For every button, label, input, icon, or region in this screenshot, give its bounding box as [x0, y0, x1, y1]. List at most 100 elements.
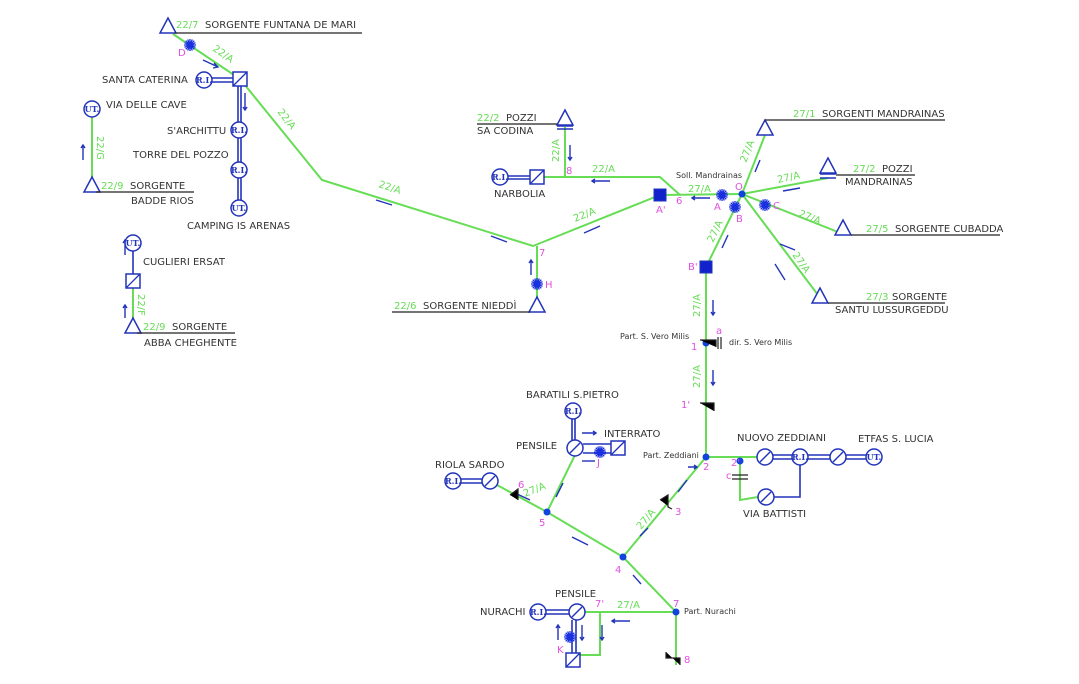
- ri-baratili: R.I.: [564, 402, 582, 420]
- svg-text:ETFAS S. LUCIA: ETFAS S. LUCIA: [858, 434, 934, 445]
- svg-text:22/F: 22/F: [135, 294, 146, 316]
- ut-via-delle-cave: UT.: [83, 100, 101, 118]
- svg-text:22/2: 22/2: [477, 113, 499, 124]
- svg-text:2': 2': [731, 458, 740, 469]
- svg-text:SANTA CATERINA: SANTA CATERINA: [102, 75, 188, 86]
- svg-text:27/A: 27/A: [692, 294, 703, 317]
- svg-text:3: 3: [675, 507, 681, 518]
- svg-text:22/9: 22/9: [143, 322, 165, 333]
- svg-text:R.I.: R.I.: [792, 452, 808, 462]
- svg-text:SORGENTE NIEDDÌ: SORGENTE NIEDDÌ: [423, 299, 516, 312]
- svg-text:22/A: 22/A: [377, 179, 402, 197]
- svg-text:22/A: 22/A: [551, 139, 562, 162]
- svg-text:B': B': [688, 262, 698, 273]
- svg-text:6: 6: [518, 480, 524, 491]
- svg-text:22/9: 22/9: [101, 181, 123, 192]
- tanks: [125, 71, 713, 668]
- svg-text:27/A: 27/A: [522, 481, 548, 500]
- svg-text:7': 7': [595, 599, 604, 610]
- svg-text:PENSILE: PENSILE: [516, 441, 557, 452]
- ri-torre-del-pozzo: R.I.: [230, 161, 248, 179]
- svg-text:INTERRATO: INTERRATO: [604, 429, 661, 440]
- svg-text:H: H: [545, 280, 553, 291]
- svg-text:Part. Zeddiani: Part. Zeddiani: [643, 451, 699, 460]
- ri-sarchittu: R.I.: [230, 121, 248, 139]
- svg-text:CAMPING IS ARENAS: CAMPING IS ARENAS: [187, 221, 290, 232]
- svg-text:NUOVO ZEDDIANI: NUOVO ZEDDIANI: [737, 433, 826, 444]
- svg-text:8: 8: [566, 166, 572, 177]
- svg-text:R.I.: R.I.: [565, 406, 581, 416]
- svg-text:B: B: [736, 214, 743, 225]
- svg-text:TORRE DEL POZZO: TORRE DEL POZZO: [132, 150, 229, 161]
- svg-text:J: J: [596, 458, 600, 469]
- svg-text:VIA BATTISTI: VIA BATTISTI: [743, 509, 806, 520]
- ri-nurachi: R.I.: [529, 603, 547, 621]
- ri-riola: R.I.: [444, 472, 462, 490]
- svg-text:27/A: 27/A: [776, 170, 801, 186]
- valves: [481, 439, 847, 621]
- sources: [83, 17, 1000, 334]
- svg-text:27/A: 27/A: [692, 365, 703, 388]
- svg-text:27/A: 27/A: [688, 184, 711, 195]
- equipment-lines: [132, 77, 866, 653]
- svg-text:27/1: 27/1: [793, 109, 815, 120]
- svg-text:POZZI: POZZI: [506, 113, 537, 124]
- ut-camping: UT.: [230, 199, 248, 217]
- svg-text:27/5: 27/5: [866, 224, 888, 235]
- junction-nodes: [509, 190, 748, 665]
- svg-text:a: a: [716, 326, 722, 337]
- svg-text:K: K: [557, 645, 564, 656]
- svg-text:dir. S. Vero Milis: dir. S. Vero Milis: [729, 338, 792, 347]
- svg-text:NURACHI: NURACHI: [480, 607, 525, 618]
- svg-text:2: 2: [703, 462, 709, 473]
- svg-text:PENSILE: PENSILE: [555, 589, 596, 600]
- source-triangle-27-5: [834, 219, 852, 236]
- svg-text:SANTU LUSSURGEDDU: SANTU LUSSURGEDDU: [835, 305, 949, 316]
- place-labels: SANTA CATERINA VIA DELLE CAVE S'ARCHITTU…: [102, 75, 934, 618]
- svg-text:RIOLA SARDO: RIOLA SARDO: [435, 460, 505, 471]
- tank-a-prime: [653, 188, 667, 202]
- svg-text:4: 4: [615, 565, 621, 576]
- svg-text:D: D: [178, 48, 186, 59]
- svg-text:UT.: UT.: [85, 104, 100, 114]
- svg-text:CUGLIERI ERSAT: CUGLIERI ERSAT: [143, 257, 226, 268]
- svg-text:27/3: 27/3: [866, 292, 888, 303]
- svg-text:R.I.: R.I.: [231, 125, 247, 135]
- svg-text:SORGENTI MANDRAINAS: SORGENTI MANDRAINAS: [822, 109, 945, 120]
- svg-text:27/A: 27/A: [797, 209, 823, 228]
- svg-text:SORGENTE FUNTANA DE MARI: SORGENTE FUNTANA DE MARI: [205, 20, 356, 31]
- svg-text:6: 6: [676, 196, 682, 207]
- svg-text:UT.: UT.: [867, 452, 882, 462]
- svg-text:BADDE RIOS: BADDE RIOS: [131, 196, 194, 207]
- svg-text:5: 5: [539, 518, 545, 529]
- svg-text:R.I.: R.I.: [196, 75, 212, 85]
- svg-text:SA CODINA: SA CODINA: [477, 126, 534, 137]
- svg-text:MANDRAINAS: MANDRAINAS: [845, 177, 913, 188]
- ut-cuglieri: UT.: [124, 234, 142, 252]
- svg-text:POZZI: POZZI: [882, 164, 913, 175]
- svg-text:22/G: 22/G: [94, 136, 105, 160]
- ri-santa-caterina: R.I.: [195, 71, 213, 89]
- svg-text:27/A: 27/A: [617, 600, 640, 611]
- svg-text:C: C: [773, 201, 780, 212]
- svg-text:Part. Nurachi: Part. Nurachi: [684, 607, 736, 616]
- pipelines: [91, 33, 839, 665]
- svg-text:NARBOLIA: NARBOLIA: [494, 189, 545, 200]
- svg-text:R.I.: R.I.: [492, 172, 508, 182]
- utility-symbols: R.I. R.I. R.I. UT. UT. UT. R.I. R.I. R.I…: [83, 71, 883, 621]
- svg-text:R.I.: R.I.: [445, 476, 461, 486]
- ut-etfas: UT.: [865, 448, 883, 466]
- svg-text:O: O: [735, 182, 743, 193]
- svg-text:SORGENTE: SORGENTE: [130, 181, 185, 192]
- source-triangle-27-2: [819, 157, 837, 174]
- svg-text:SORGENTE: SORGENTE: [892, 292, 947, 303]
- svg-text:22/6: 22/6: [394, 301, 416, 312]
- svg-text:BARATILI S.PIETRO: BARATILI S.PIETRO: [526, 390, 619, 401]
- ri-zeddiani: R.I.: [791, 448, 809, 466]
- svg-text:22/A: 22/A: [592, 164, 615, 175]
- source-triangle-22-2: [556, 109, 574, 126]
- svg-text:7: 7: [673, 599, 679, 610]
- svg-text:ABBA CHEGHENTE: ABBA CHEGHENTE: [144, 338, 237, 349]
